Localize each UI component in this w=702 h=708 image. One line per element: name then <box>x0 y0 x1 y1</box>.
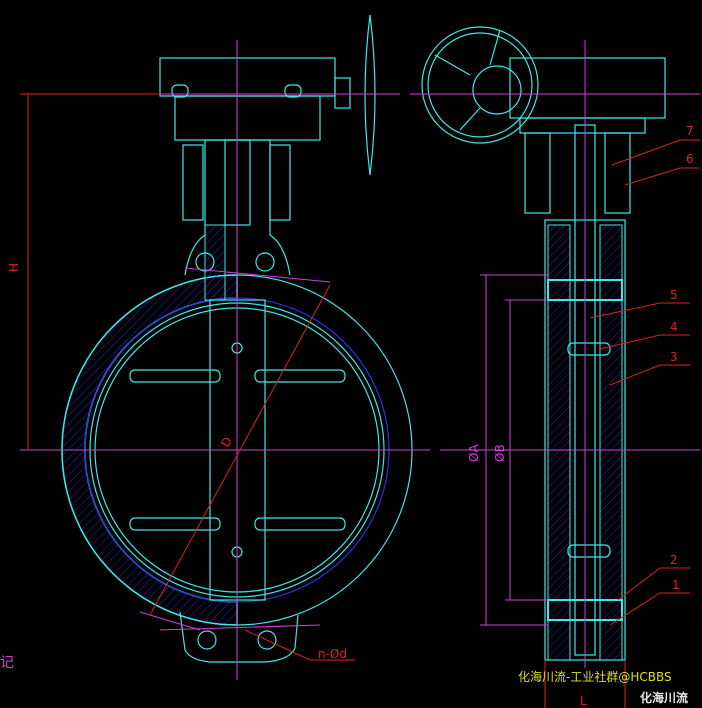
part-number-2: 2 <box>670 553 678 567</box>
part-number-7: 7 <box>686 124 694 138</box>
front-view <box>20 14 430 680</box>
watermark-logo: 化海川流 <box>640 691 689 705</box>
part-number-4: 4 <box>670 320 678 334</box>
part-number-5: 5 <box>670 288 678 302</box>
dimension-l-label: L <box>580 694 587 708</box>
side-view <box>410 26 700 708</box>
part-number-6: 6 <box>686 152 694 166</box>
part-number-1: 1 <box>672 578 680 592</box>
dimension-a-label: ØA <box>467 444 481 462</box>
dimension-b-label: ØB <box>493 444 507 462</box>
dimension-h-label: H <box>7 263 21 272</box>
dimension-d-label: D <box>218 435 235 450</box>
part-number-3: 3 <box>670 350 678 364</box>
side-text: 记 <box>0 655 14 671</box>
watermark: 化海川流-工业社群@HCBBS <box>518 670 672 684</box>
bolt-holes-label: n-Ød <box>318 647 347 661</box>
